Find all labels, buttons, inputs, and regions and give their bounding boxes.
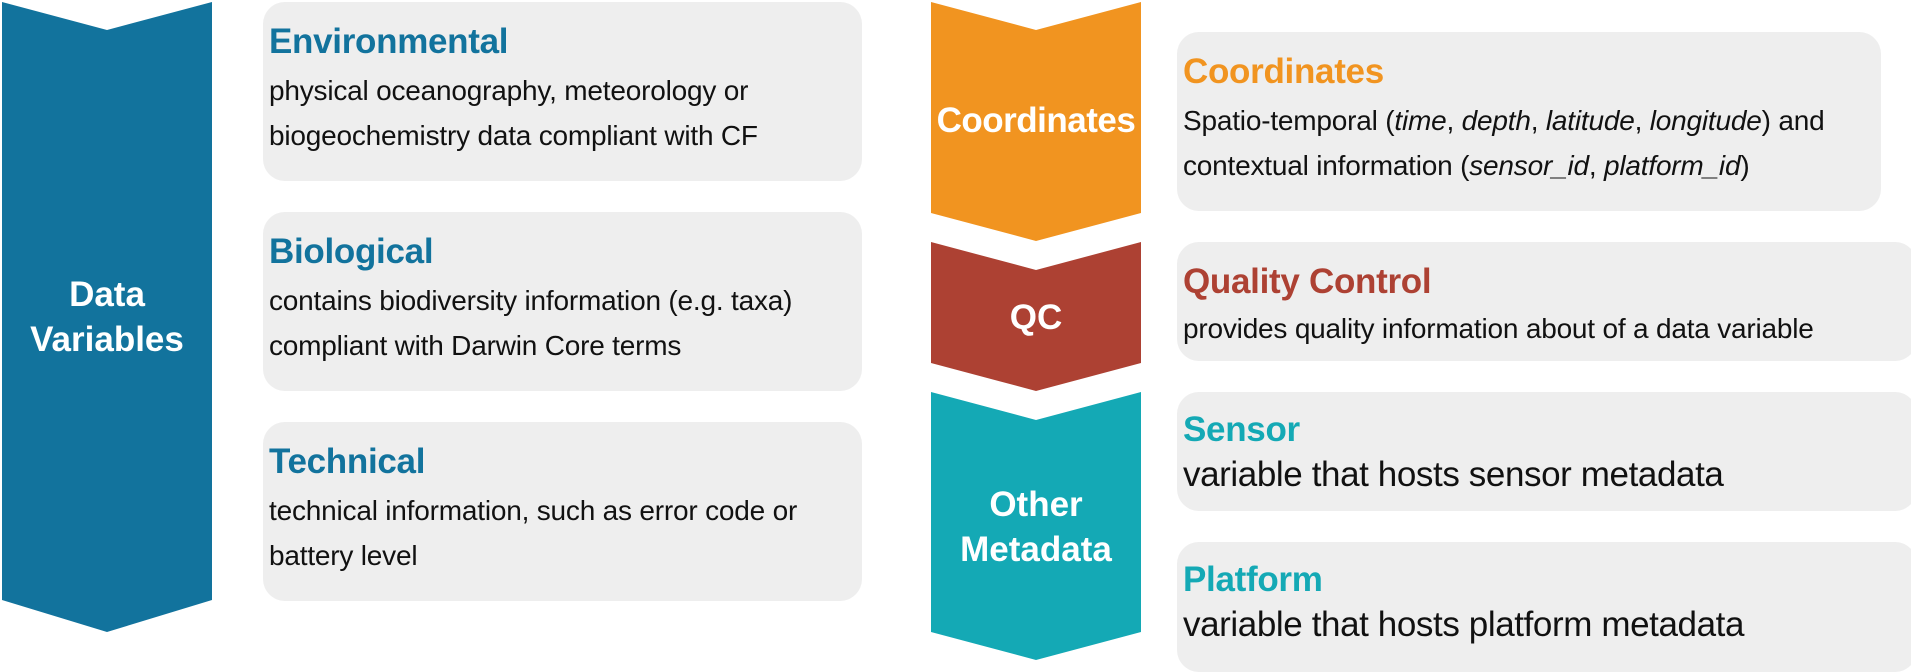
data-variables-chevron: Data Variables bbox=[0, 0, 214, 640]
other-metadata-chevron-shape bbox=[931, 392, 1141, 660]
coordinates-chevron-shape bbox=[931, 2, 1141, 241]
coordinates-chevron: Coordinates bbox=[929, 0, 1143, 244]
environmental-desc-line1: physical oceanography, meteorology or bbox=[269, 75, 749, 106]
sensor-box: Sensor variable that hosts sensor metada… bbox=[1177, 392, 1911, 511]
term-depth: depth bbox=[1461, 105, 1531, 136]
separator: , bbox=[1446, 105, 1462, 136]
data-variables-label: Data Variables bbox=[0, 272, 214, 362]
technical-title: Technical bbox=[269, 442, 426, 481]
data-variables-label-line2: Variables bbox=[30, 320, 184, 359]
platform-title: Platform bbox=[1183, 560, 1323, 599]
text-segment: Spatio-temporal ( bbox=[1183, 105, 1395, 136]
coordinates-chevron-label: Coordinates bbox=[936, 101, 1136, 140]
term-time: time bbox=[1394, 105, 1447, 136]
technical-desc-line1: technical information, such as error cod… bbox=[269, 495, 798, 526]
biological-box: Biological contains biodiversity informa… bbox=[263, 212, 862, 391]
sensor-desc: variable that hosts sensor metadata bbox=[1183, 455, 1724, 494]
technical-desc-line2: battery level bbox=[269, 540, 418, 571]
coordinates-box: Coordinates Spatio-temporal (time, depth… bbox=[1177, 32, 1881, 211]
qc-chevron-shape bbox=[931, 242, 1141, 391]
sensor-title: Sensor bbox=[1183, 410, 1300, 449]
coordinates-desc-line1: Spatio-temporal (time, depth, latitude, … bbox=[1183, 98, 1825, 143]
other-metadata-chevron: Other Metadata bbox=[929, 390, 1143, 660]
environmental-box: Environmental physical oceanography, met… bbox=[263, 2, 862, 181]
text-segment: contextual information ( bbox=[1183, 150, 1470, 181]
platform-box: Platform variable that hosts platform me… bbox=[1177, 542, 1911, 672]
biological-desc-line2: compliant with Darwin Core terms bbox=[269, 330, 682, 361]
qc-chevron-label: QC bbox=[1009, 298, 1063, 337]
environmental-desc-line2: biogeochemistry data compliant with CF bbox=[269, 120, 758, 151]
other-metadata-label-line2: Metadata bbox=[960, 530, 1112, 569]
quality-control-title: Quality Control bbox=[1183, 262, 1432, 301]
other-metadata-label-line1: Other bbox=[989, 485, 1083, 524]
data-variables-chevron-shape bbox=[2, 2, 212, 632]
qc-chevron: QC bbox=[929, 240, 1143, 394]
term-longitude: longitude bbox=[1649, 105, 1762, 136]
platform-desc: variable that hosts platform metadata bbox=[1183, 605, 1745, 644]
separator: , bbox=[1530, 105, 1546, 136]
coordinates-desc-line2: contextual information (sensor_id, platf… bbox=[1183, 143, 1750, 188]
term-platform-id: platform_id bbox=[1604, 150, 1741, 181]
text-segment: ) and bbox=[1761, 105, 1825, 136]
term-sensor-id: sensor_id bbox=[1469, 150, 1589, 181]
data-variables-label-line1: Data bbox=[69, 275, 145, 314]
separator: , bbox=[1588, 150, 1605, 181]
biological-title: Biological bbox=[269, 232, 434, 271]
technical-box: Technical technical information, such as… bbox=[263, 422, 862, 601]
separator: , bbox=[1634, 105, 1650, 136]
coordinates-title: Coordinates bbox=[1183, 52, 1384, 91]
quality-control-desc: provides quality information about of a … bbox=[1183, 313, 1814, 344]
term-latitude: latitude bbox=[1545, 105, 1635, 136]
biological-desc-line1: contains biodiversity information (e.g. … bbox=[269, 285, 793, 316]
text-segment: ) bbox=[1740, 150, 1750, 181]
environmental-title: Environmental bbox=[269, 22, 509, 61]
other-metadata-chevron-label: Other Metadata bbox=[929, 482, 1143, 572]
quality-control-box: Quality Control provides quality informa… bbox=[1177, 242, 1911, 361]
